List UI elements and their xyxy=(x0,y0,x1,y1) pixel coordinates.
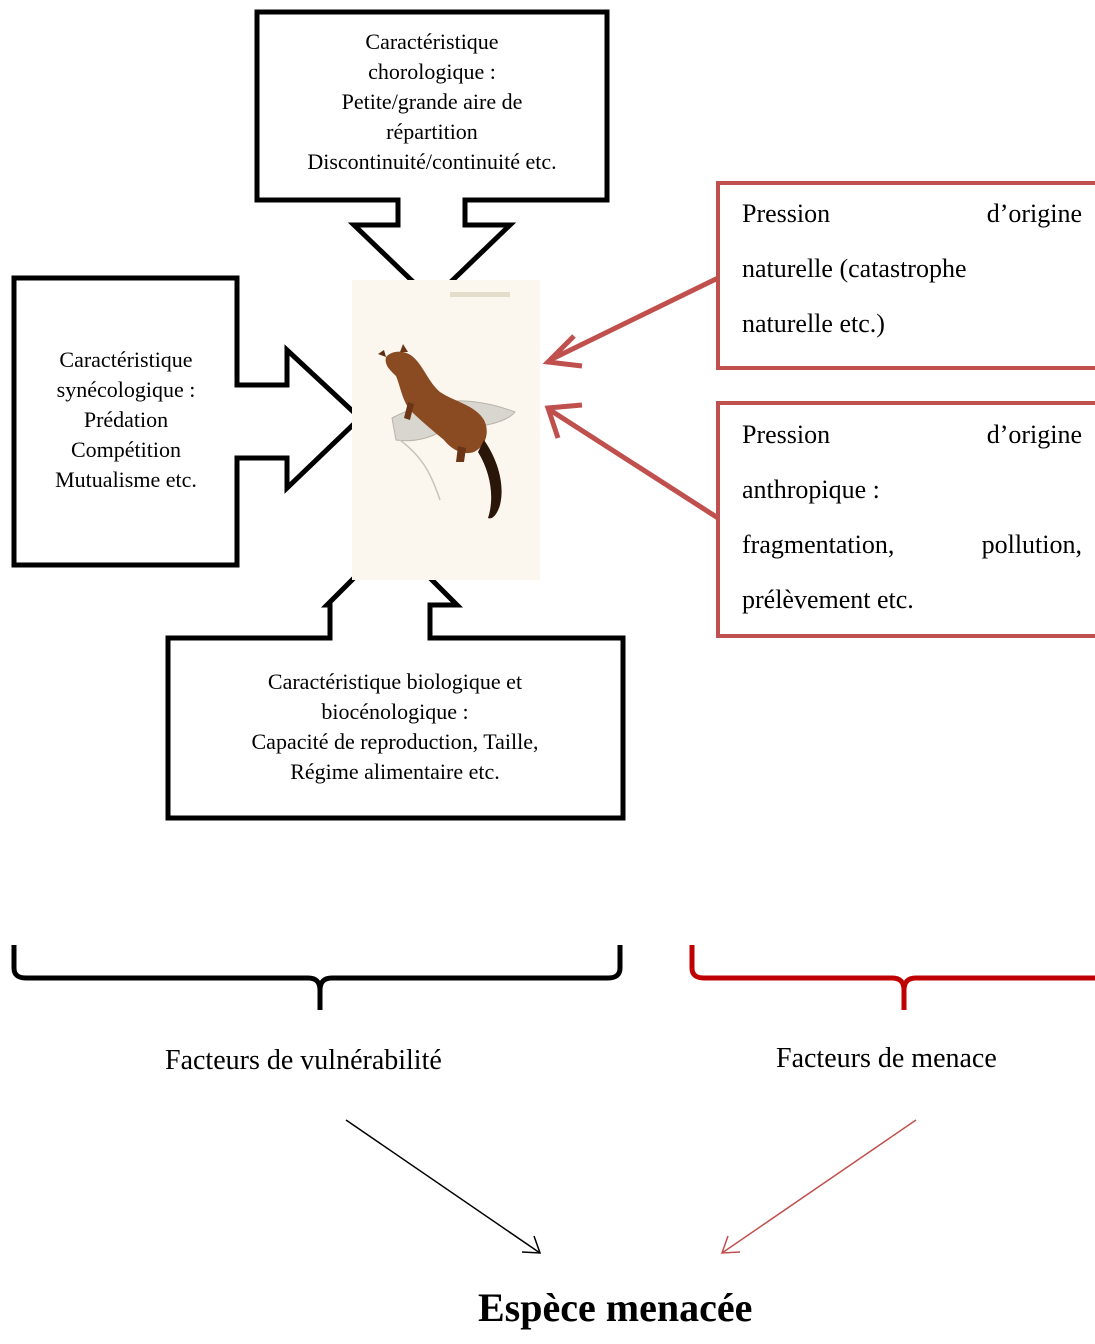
naturelle-line: Pression d’origine xyxy=(742,199,1082,228)
vulnerability-arrow xyxy=(345,1119,541,1254)
biologique-text: Caractéristique biologique et biocénolog… xyxy=(175,667,615,787)
naturelle-line: naturelle (catastrophe xyxy=(742,254,967,283)
anthropique-arrow xyxy=(548,407,720,521)
biologique-line: Capacité de reproduction, Taille, xyxy=(251,729,539,754)
chorologique-line: Petite/grande aire de xyxy=(341,89,523,114)
anthropique-line: Pression d’origine xyxy=(742,420,1082,449)
chorologique-text: Caractéristique chorologique : Petite/gr… xyxy=(262,27,602,177)
biologique-line: Régime alimentaire etc. xyxy=(290,759,500,784)
naturelle-arrow xyxy=(548,275,720,363)
biologique-arrow-box xyxy=(165,536,626,821)
anthropique-text: Pression d’origine anthropique : fragmen… xyxy=(742,407,1082,627)
chorologique-line: Discontinuité/continuité etc. xyxy=(307,149,557,174)
vulnerability-brace xyxy=(11,945,623,1010)
threat-arrow xyxy=(721,1119,917,1254)
chorologique-arrow-box xyxy=(254,9,610,304)
chorologique-line: Caractéristique xyxy=(365,29,499,54)
synecologique-arrow-box xyxy=(11,275,364,568)
anthropique-line: fragmentation, pollution, xyxy=(742,530,1082,559)
threat-brace xyxy=(689,945,1095,1010)
synecologique-text: Caractéristique synécologique : Prédatio… xyxy=(20,345,232,495)
result-title: Espèce menacée xyxy=(478,1285,753,1330)
anthropique-line: anthropique : xyxy=(742,475,880,504)
naturelle-line: naturelle etc.) xyxy=(742,309,885,338)
synecologique-line: Compétition xyxy=(71,437,181,462)
vulnerability-label: Facteurs de vulnérabilité xyxy=(165,1045,442,1076)
chorologique-line: répartition xyxy=(386,119,478,144)
anthropique-line: prélèvement etc. xyxy=(742,585,914,614)
synecologique-line: Caractéristique xyxy=(59,347,193,372)
biologique-line: Caractéristique biologique et xyxy=(267,669,523,694)
naturelle-box-outline xyxy=(716,181,1095,370)
synecologique-line: synécologique : xyxy=(56,377,196,402)
synecologique-line: Mutualisme etc. xyxy=(55,467,197,492)
anthropique-box-outline xyxy=(716,401,1095,638)
threat-label: Facteurs de menace xyxy=(776,1043,997,1074)
chorologique-line: chorologique : xyxy=(368,59,496,84)
biologique-line: biocénologique : xyxy=(321,699,469,724)
synecologique-line: Prédation xyxy=(83,407,169,432)
animal-icon xyxy=(378,344,502,519)
naturelle-text: Pression d’origine naturelle (catastroph… xyxy=(742,186,1082,351)
